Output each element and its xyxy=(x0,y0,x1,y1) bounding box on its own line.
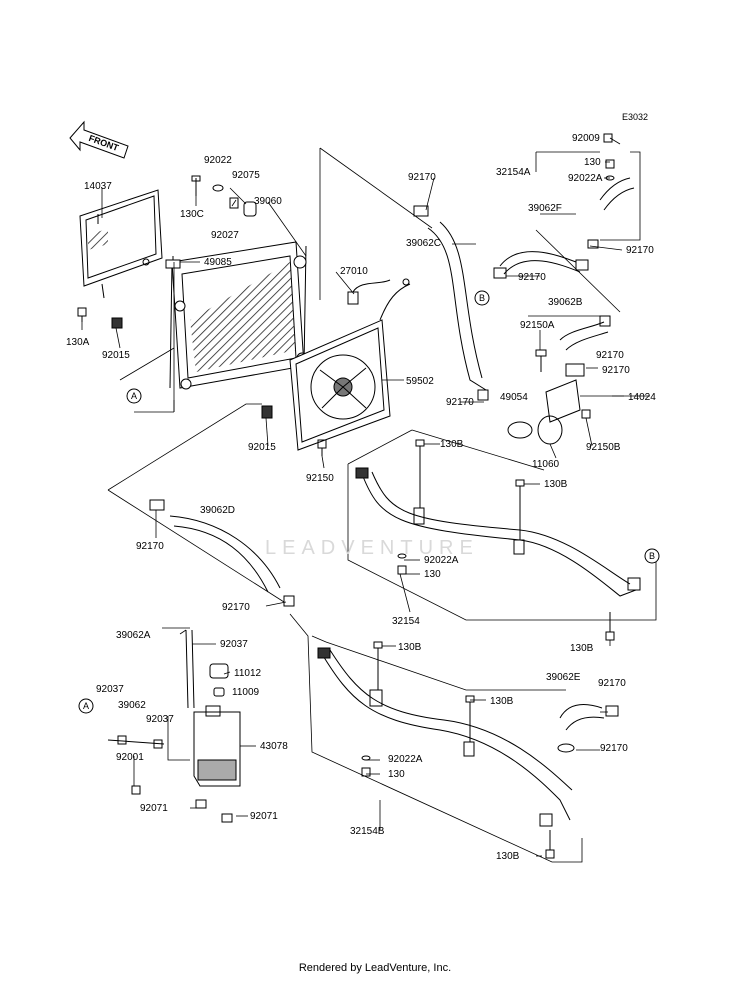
part-label: 92170 xyxy=(222,602,250,613)
part-label: 92170 xyxy=(598,678,626,689)
clip-92015 xyxy=(111,317,123,329)
part-label: 27010 xyxy=(340,266,368,277)
leader-lines xyxy=(81,137,624,857)
part-label: 43078 xyxy=(260,741,288,752)
reserve-tank xyxy=(131,629,241,823)
part-label: 92027 xyxy=(211,230,239,241)
radiator-screen xyxy=(79,189,163,299)
part-label: 130 xyxy=(424,569,441,580)
part-label: 130B xyxy=(544,479,568,490)
watermark: LEADVENTURE xyxy=(265,537,479,559)
part-label: 130A xyxy=(66,337,90,348)
diagram-code: E3032 xyxy=(622,112,649,122)
part-label: 92170 xyxy=(408,172,436,183)
part-label: 92170 xyxy=(626,245,654,256)
part-label: 39062B xyxy=(548,297,583,308)
part-label: 92150A xyxy=(520,320,555,331)
part-label: 130B xyxy=(490,696,514,707)
part-label: 130B xyxy=(496,851,520,862)
part-label: 39062A xyxy=(116,630,151,641)
part-label: 39062 xyxy=(118,700,146,711)
part-label: 130B xyxy=(398,642,422,653)
part-label: 39062E xyxy=(546,672,581,683)
part-label: 92015 xyxy=(102,350,130,361)
bolt-130C xyxy=(191,175,201,196)
part-label: 92150B xyxy=(586,442,621,453)
front-arrow-icon xyxy=(69,120,129,159)
radiator-cap-49085 xyxy=(165,256,181,269)
part-label: 39062C xyxy=(406,238,442,249)
part-label: 130 xyxy=(388,769,405,780)
part-label: 92170 xyxy=(446,397,474,408)
group-frames xyxy=(107,147,657,863)
ref-letter-A-1: A xyxy=(131,391,138,401)
part-label: 130B xyxy=(440,439,464,450)
part-label: 130C xyxy=(180,209,204,220)
hose-39062C xyxy=(413,205,489,401)
part-label: 92170 xyxy=(518,272,546,283)
part-label: 11009 xyxy=(232,687,260,698)
part-label: 92150 xyxy=(306,473,334,484)
part-label: 49085 xyxy=(204,257,232,268)
ref-letter-B-2: B xyxy=(649,551,656,561)
ref-circle-A-1 xyxy=(126,388,142,404)
part-label: 92037 xyxy=(146,714,174,725)
part-label: 92071 xyxy=(250,811,278,822)
part-label: 130 xyxy=(584,157,601,168)
part-label: 11012 xyxy=(234,668,262,679)
fan-switch-27010 xyxy=(347,278,410,305)
clip-92015b xyxy=(261,405,273,419)
part-label: 92015 xyxy=(248,442,276,453)
part-label: 14037 xyxy=(84,181,112,192)
part-label: 92170 xyxy=(602,365,630,376)
bolt-92150 xyxy=(317,439,327,456)
part-label: 92022A xyxy=(388,754,423,765)
part-label: 92075 xyxy=(232,170,260,181)
thermostat-housing xyxy=(507,349,591,445)
part-label: 92037 xyxy=(220,639,248,650)
part-label: 92170 xyxy=(600,743,628,754)
ref-letter-A-2: A xyxy=(83,701,90,711)
part-label: 59502 xyxy=(406,376,434,387)
collar-92027 xyxy=(229,197,239,209)
ref-circle-B-2 xyxy=(644,548,660,564)
part-label: 130B xyxy=(570,643,594,654)
part-label: 92001 xyxy=(116,752,144,763)
hose-39062F xyxy=(493,133,635,279)
part-label: 92022A xyxy=(424,555,459,566)
part-label: 92037 xyxy=(96,684,124,695)
radiator xyxy=(169,241,308,390)
fan-assembly xyxy=(289,283,411,451)
part-label: 39060 xyxy=(254,196,282,207)
part-label: 32154 xyxy=(392,616,420,627)
hose-39062D xyxy=(149,499,295,607)
ref-circle-A-2 xyxy=(78,698,94,714)
part-label: 92071 xyxy=(140,803,168,814)
part-label: 92170 xyxy=(136,541,164,552)
part-label: 11060 xyxy=(532,459,560,470)
part-label: 39062F xyxy=(528,203,562,214)
part-label: 92009 xyxy=(572,133,600,144)
hose-39062B xyxy=(559,315,611,351)
ref-circle-B-1 xyxy=(474,290,490,306)
hose-39062E xyxy=(557,704,619,753)
part-label: 49054 xyxy=(500,392,528,403)
part-label: 32154A xyxy=(496,167,531,178)
grommet-92075 xyxy=(243,201,257,217)
pipe-32154 xyxy=(355,439,641,641)
washer-92022 xyxy=(212,184,224,192)
part-label: 92022A xyxy=(568,173,603,184)
ref-letter-B-1: B xyxy=(479,293,486,303)
footer-credit: Rendered by LeadVenture, Inc. xyxy=(298,962,452,974)
part-label: 32154B xyxy=(350,826,385,837)
part-label: 39062D xyxy=(200,505,236,516)
part-label: 14024 xyxy=(628,392,656,403)
part-label: 92022 xyxy=(204,155,232,166)
hose-39062 xyxy=(107,735,165,749)
part-label: 92170 xyxy=(596,350,624,361)
